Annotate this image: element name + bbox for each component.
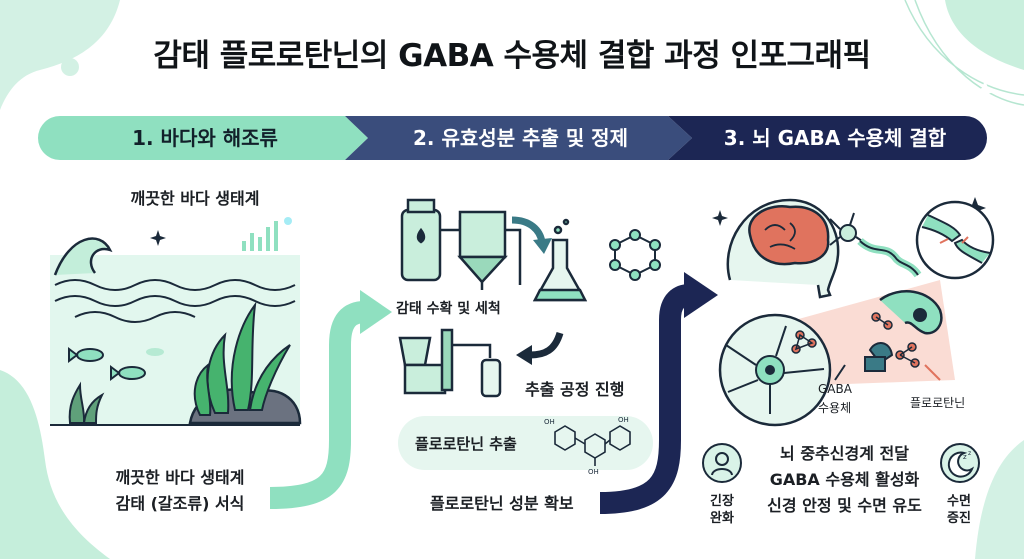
phlorotannin-structure-icon: OH OH OH: [544, 416, 631, 474]
section1-bottom-caption-line1: 깨끗한 바다 생태계: [115, 468, 245, 487]
effect-line2: GABA 수용체 활성화: [769, 470, 920, 489]
fish-icon: [68, 347, 104, 363]
wave-line-2: [54, 295, 296, 307]
process-arrow-head: [516, 345, 532, 365]
step-2-arrow: [345, 116, 692, 160]
svg-text:OH: OH: [588, 468, 599, 474]
brain-illustration: [712, 197, 995, 427]
receptor-icon: [834, 290, 943, 381]
corner-blob-bottom-right: [975, 440, 1024, 559]
svg-text:z: z: [968, 450, 971, 457]
corner-blob-top-right: [945, 0, 1024, 70]
corner-blob-top-left: [0, 0, 120, 110]
process-arrow-head: [533, 238, 552, 254]
silo-icon: [457, 210, 522, 290]
distillation-icon: [398, 328, 502, 398]
ocean-illustration: [50, 217, 302, 426]
svg-text:OH: OH: [618, 416, 629, 424]
seaweed-icon: [193, 301, 291, 416]
tank-icon: [400, 198, 462, 282]
corner-lines-top-right: [904, 0, 1024, 106]
flask-icon: [532, 218, 588, 302]
brain-icon: [748, 205, 830, 266]
right-badge-line2: 증진: [947, 511, 971, 526]
signal-bars-icon: [242, 217, 292, 251]
gaba-label-line2: 수용체: [818, 401, 852, 415]
synapse-circle-icon: [915, 200, 995, 280]
wave-icon: [53, 237, 113, 276]
section1-top-caption: 깨끗한 바다 생태계: [130, 189, 260, 208]
extraction-illustration: [398, 198, 661, 398]
gaba-label-line1: GABA: [818, 382, 852, 396]
stress-badge-circle: [702, 443, 742, 483]
neuron-icon: [829, 212, 922, 278]
left-badge-line1: 긴장: [710, 494, 734, 509]
person-stress-icon: [711, 452, 733, 476]
coral-icon: [68, 381, 105, 424]
left-badge-line2: 완화: [710, 511, 734, 526]
secure-label: 플로로탄닌 성분 확보: [430, 494, 574, 513]
moon-sleep-icon: z z: [947, 450, 975, 478]
molecule-icon: [609, 229, 661, 281]
sparkle-icon: [150, 230, 166, 246]
fish-icon: [110, 365, 146, 381]
phlorotannin-label: 플로로탄닌: [910, 396, 966, 410]
step-2-label: 2. 유효성분 추출 및 정제: [413, 126, 628, 150]
extract-label: 플로로탄닌 추출: [415, 435, 517, 453]
step-1-label: 1. 바다와 해조류: [132, 126, 278, 150]
wave-line-3: [74, 311, 196, 323]
effect-line3: 신경 안정 및 수면 유도: [767, 496, 922, 515]
right-badge-line1: 수면: [947, 494, 971, 509]
step-3-arrow: [668, 116, 987, 160]
sparkle-icon: [712, 210, 728, 226]
svg-text:OH: OH: [544, 418, 555, 426]
fish-icon: [146, 348, 164, 356]
page-title: 감태 플로로탄닌의 GABA 수용체 결합 과정 인포그래픽: [153, 38, 871, 74]
wave-line-1: [54, 279, 296, 291]
sparkle-icon: [974, 80, 996, 102]
section1-bottom-caption-line2: 감태 (갈조류) 서식: [115, 494, 245, 513]
step-1-arrow: [38, 116, 368, 160]
process-arrow: [511, 216, 546, 243]
dot-decoration: [61, 58, 79, 76]
process-label: 추출 공정 진행: [525, 380, 625, 399]
corner-blob-bottom-left: [0, 370, 110, 559]
process-arrow: [529, 331, 564, 359]
molecule-icon: [791, 330, 817, 354]
harvest-label: 감태 수확 및 세척: [396, 301, 501, 317]
step-3-label: 3. 뇌 GABA 수용체 결합: [723, 126, 947, 150]
effect-line1: 뇌 중추신경계 전달: [780, 444, 909, 463]
svg-text:z: z: [963, 453, 967, 461]
sleep-badge-circle: [940, 443, 980, 483]
